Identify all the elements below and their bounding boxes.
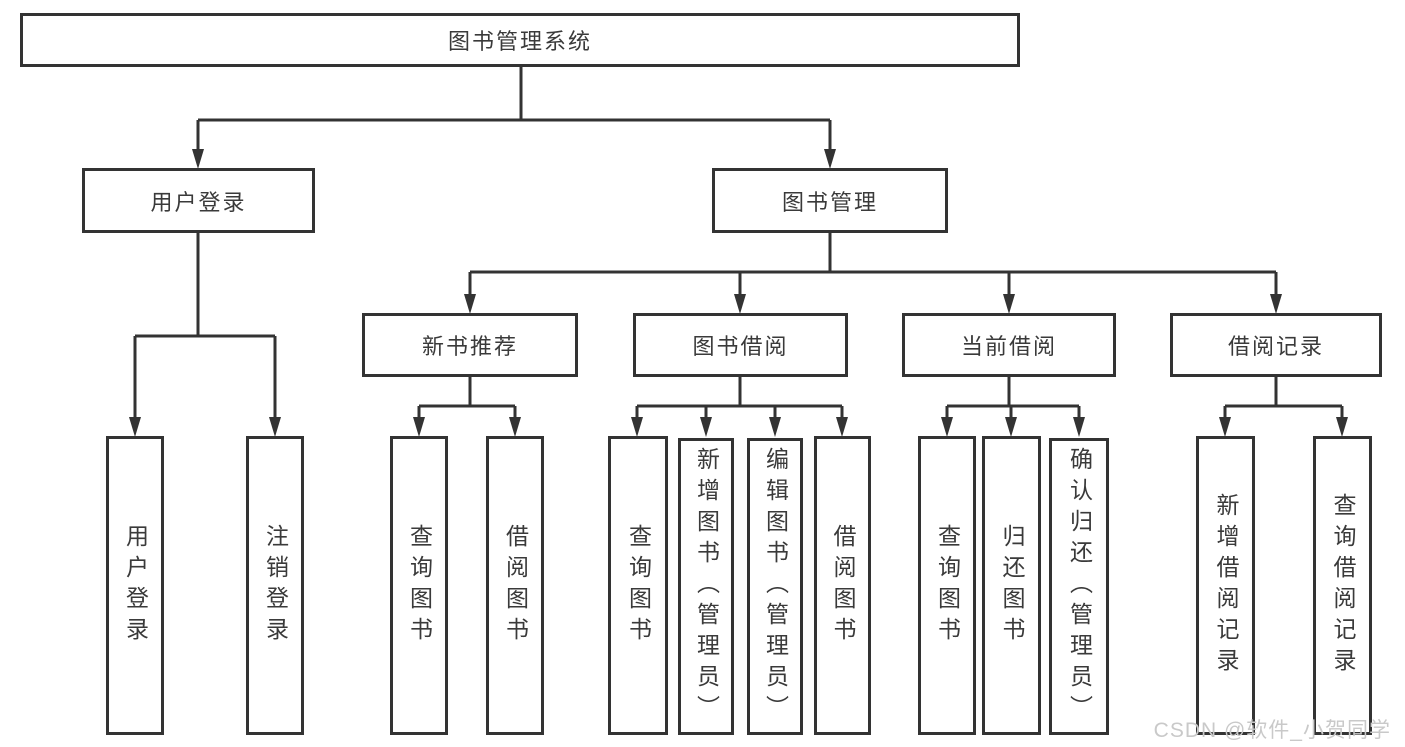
leaf-query-borrow-record: 查询借阅记录	[1313, 436, 1372, 735]
node-current-borrow: 当前借阅	[902, 313, 1116, 377]
node-book-borrow: 图书借阅	[633, 313, 848, 377]
leaf-add-borrow-record: 新增借阅记录	[1196, 436, 1255, 735]
leaf-add-book-admin: 新增图书（管理员）	[678, 438, 734, 735]
node-new-book-recommend: 新书推荐	[362, 313, 578, 377]
leaf-edit-book-admin: 编辑图书（管理员）	[747, 438, 803, 735]
node-borrow-records: 借阅记录	[1170, 313, 1382, 377]
leaf-user-login: 用户登录	[106, 436, 164, 735]
leaf-logout: 注销登录	[246, 436, 304, 735]
node-library-system: 图书管理系统	[20, 13, 1020, 67]
leaf-borrow-books-recommend: 借阅图书	[486, 436, 544, 735]
leaf-query-books-recommend: 查询图书	[390, 436, 448, 735]
leaf-return-books: 归还图书	[982, 436, 1041, 735]
node-book-management: 图书管理	[712, 168, 948, 233]
csdn-watermark: CSDN @软件_小贺同学	[1153, 719, 1391, 742]
node-user-login: 用户登录	[82, 168, 315, 233]
leaf-borrow-books-borrow: 借阅图书	[814, 436, 871, 735]
leaf-confirm-return-admin: 确认归还（管理员）	[1049, 438, 1109, 735]
leaf-query-books-borrow: 查询图书	[608, 436, 668, 735]
leaf-query-books-current: 查询图书	[918, 436, 976, 735]
